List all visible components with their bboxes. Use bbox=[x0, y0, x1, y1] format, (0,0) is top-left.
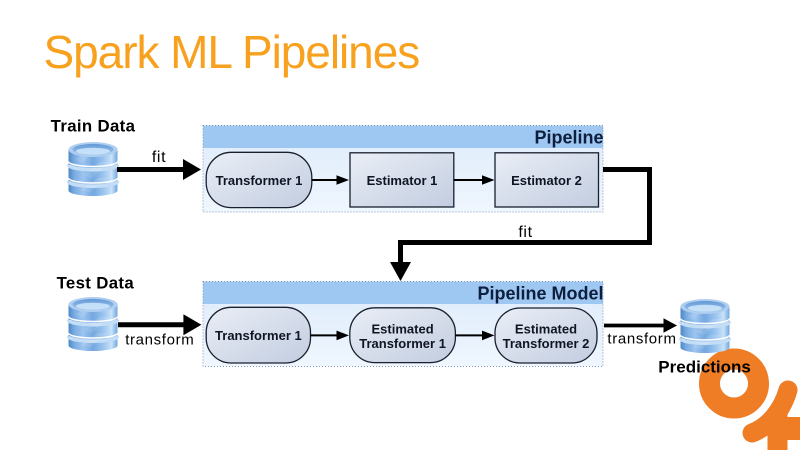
svg-text:Transformer 1: Transformer 1 bbox=[215, 328, 302, 343]
svg-text:Pipeline Model: Pipeline Model bbox=[477, 283, 603, 303]
svg-text:fit: fit bbox=[518, 224, 532, 241]
svg-text:Estimated: Estimated bbox=[515, 322, 577, 337]
svg-text:Predictions: Predictions bbox=[658, 358, 751, 377]
svg-text:Estimator 1: Estimator 1 bbox=[367, 173, 438, 188]
svg-text:Transformer 2: Transformer 2 bbox=[503, 336, 590, 351]
svg-text:Spark ML Pipelines: Spark ML Pipelines bbox=[44, 26, 420, 78]
svg-text:Transformer 1: Transformer 1 bbox=[216, 173, 303, 188]
svg-text:Transformer 1: Transformer 1 bbox=[359, 336, 446, 351]
svg-text:fit: fit bbox=[152, 149, 166, 166]
svg-text:Test Data: Test Data bbox=[57, 274, 135, 293]
svg-text:Pipeline: Pipeline bbox=[534, 127, 603, 147]
svg-text:Estimated: Estimated bbox=[372, 322, 434, 337]
svg-text:transform: transform bbox=[125, 331, 194, 348]
svg-text:transform: transform bbox=[607, 331, 676, 348]
svg-text:Train Data: Train Data bbox=[51, 117, 136, 136]
svg-text:Estimator 2: Estimator 2 bbox=[511, 173, 582, 188]
